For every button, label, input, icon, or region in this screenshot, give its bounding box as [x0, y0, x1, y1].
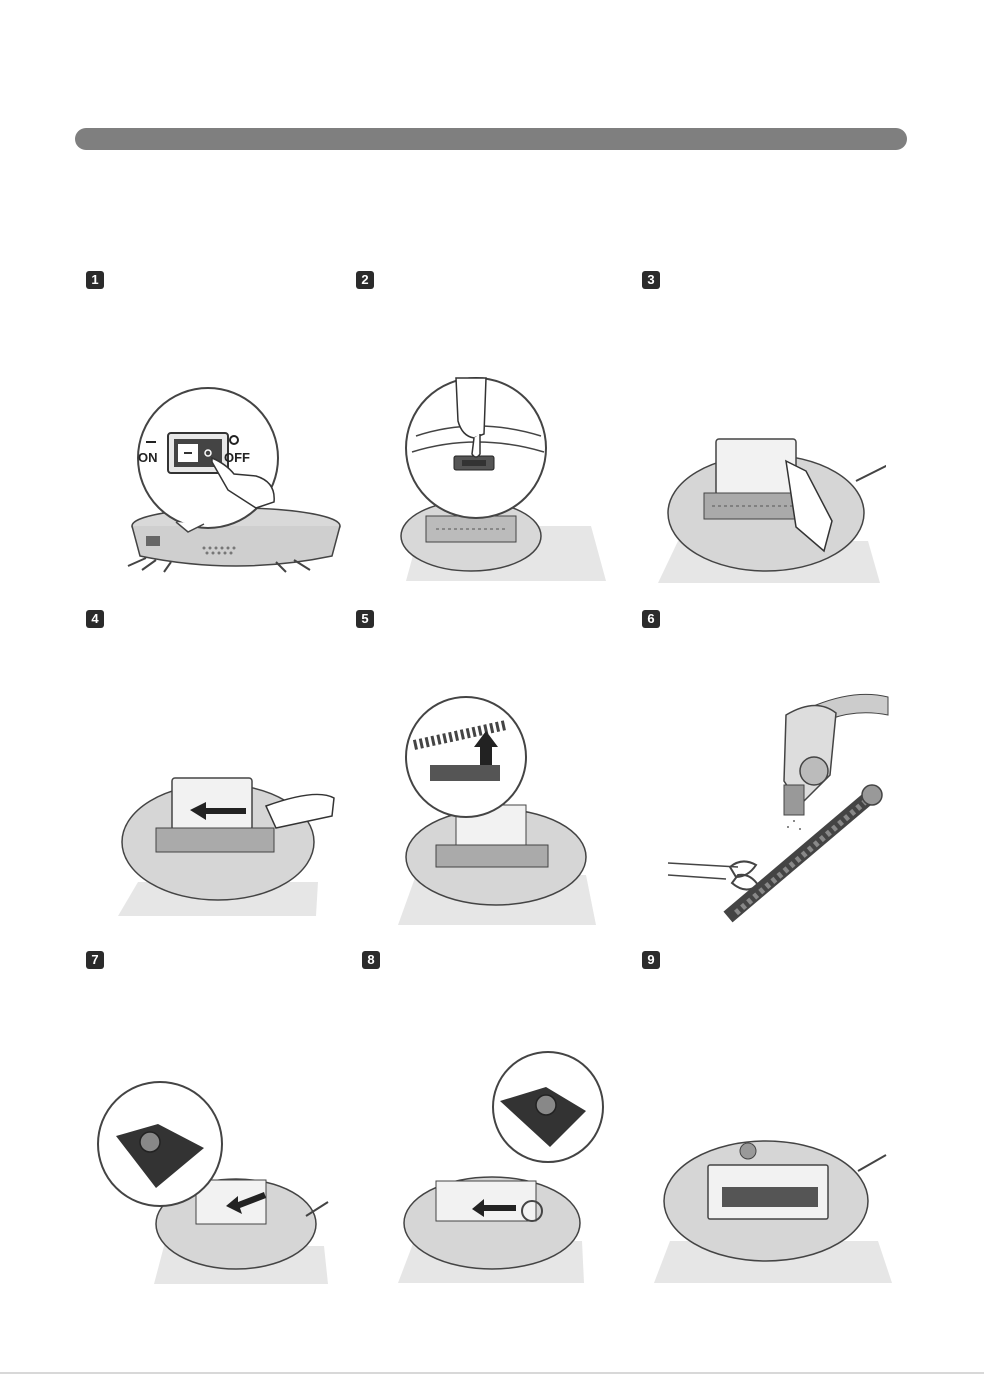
switch-on-label: ON	[138, 450, 158, 465]
switch-off-label: OFF	[224, 450, 250, 465]
insert-brush-icon	[96, 1076, 331, 1286]
clean-brush-vacuum-scissors-icon	[666, 685, 896, 925]
step-number-badge: 7	[86, 951, 104, 969]
section-header-bar	[75, 128, 907, 150]
step-number-badge: 4	[86, 610, 104, 628]
step-number-badge: 1	[86, 271, 104, 289]
power-switch-off-icon: ON OFF	[116, 386, 346, 591]
lift-brush-icon	[396, 695, 596, 927]
step-number-badge: 2	[356, 271, 374, 289]
seat-brush-icon	[396, 1051, 611, 1286]
open-brush-cover-icon	[656, 431, 886, 586]
step-number-badge: 3	[642, 271, 660, 289]
step-number-badge: 5	[356, 610, 374, 628]
step-number-badge: 8	[362, 951, 380, 969]
close-cover-icon	[652, 1121, 892, 1286]
step-number-badge: 6	[642, 610, 660, 628]
slide-brush-icon	[116, 770, 341, 920]
step-number-badge: 9	[642, 951, 660, 969]
press-latch-icon	[396, 376, 611, 586]
